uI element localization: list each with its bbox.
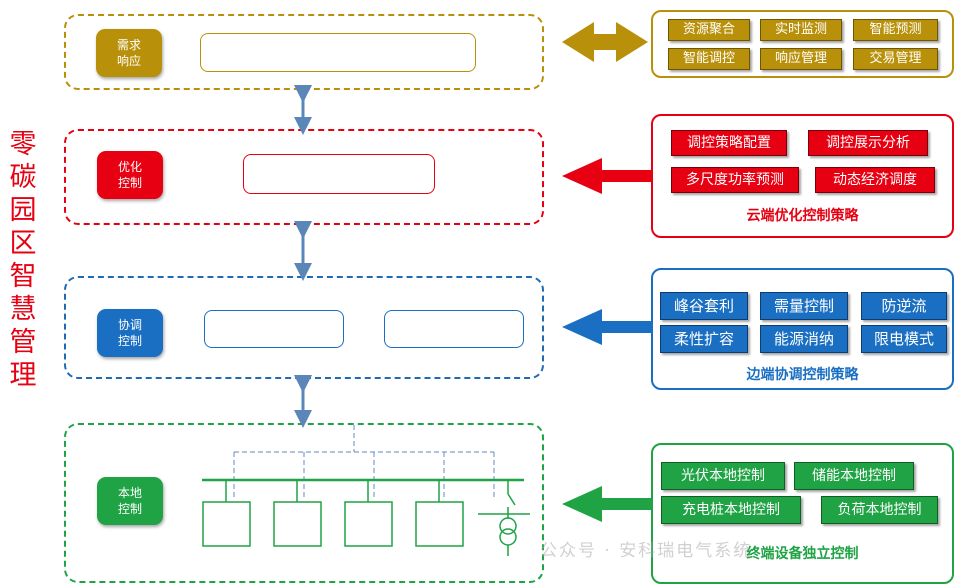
badge-line: 优化 <box>117 160 142 174</box>
coordinate-panel <box>651 268 954 390</box>
title-char: 慧 <box>9 294 37 325</box>
demand-item: 实时监测 <box>760 19 842 41</box>
local-circuit <box>202 425 530 556</box>
coordinate-item: 需量控制 <box>760 292 848 320</box>
badge-line: 需求 <box>116 38 141 52</box>
coordinate-item: 能源消纳 <box>760 325 848 353</box>
local-panel <box>651 443 954 584</box>
optimize-item: 调控展示分析 <box>808 130 928 156</box>
local-item: 光伏本地控制 <box>661 462 785 490</box>
demand-item: 交易管理 <box>853 48 938 70</box>
coordinate-badge: 协调 控制 <box>97 309 163 357</box>
demand-item: 智能调控 <box>668 48 750 70</box>
local-arrow <box>562 486 652 522</box>
coordinate-item: 柔性扩容 <box>660 325 748 353</box>
vertical-title: 零 碳 园 区 智 慧 管 理 <box>6 128 40 392</box>
title-char: 园 <box>9 195 37 226</box>
local-item: 负荷本地控制 <box>821 496 938 524</box>
badge-line: 响应 <box>116 54 141 68</box>
badge-line: 控制 <box>117 176 142 190</box>
title-char: 管 <box>9 327 37 358</box>
local-item: 充电桩本地控制 <box>661 496 801 524</box>
optimize-slot <box>243 154 435 194</box>
coordinate-caption: 边端协调控制策略 <box>746 367 859 383</box>
demand-item: 响应管理 <box>760 48 842 70</box>
optimize-badge: 优化 控制 <box>97 151 163 199</box>
coordinate-arrow <box>562 309 652 345</box>
badge-line: 控制 <box>117 502 142 516</box>
demand-slot <box>200 33 476 72</box>
demand-panel <box>651 10 954 78</box>
demand-item: 资源聚合 <box>668 19 750 41</box>
coordinate-slot-left <box>204 310 344 348</box>
local-badge: 本地 控制 <box>97 477 163 525</box>
optimize-caption: 云端优化控制策略 <box>746 208 859 224</box>
coordinate-item: 峰谷套利 <box>660 292 748 320</box>
watermark: 公众号 · 安科瑞电气系统 <box>540 541 753 561</box>
badge-line: 本地 <box>117 486 142 500</box>
coordinate-slot-right <box>384 310 524 348</box>
title-char: 区 <box>9 228 37 259</box>
title-char: 理 <box>9 360 37 391</box>
coordinate-item: 限电模式 <box>861 325 947 353</box>
title-char: 智 <box>9 261 37 292</box>
coordinate-item: 防逆流 <box>861 292 947 320</box>
demand-item: 智能预测 <box>853 19 938 41</box>
local-item: 储能本地控制 <box>794 462 914 490</box>
optimize-arrow <box>562 158 652 194</box>
demand-double-arrow <box>562 22 648 62</box>
title-char: 零 <box>9 129 37 160</box>
title-char: 碳 <box>9 162 37 193</box>
local-caption: 终端设备独立控制 <box>746 546 859 562</box>
optimize-item: 多尺度功率预测 <box>671 167 799 193</box>
optimize-panel <box>651 114 954 238</box>
demand-badge: 需求 响应 <box>96 29 162 77</box>
badge-line: 协调 <box>117 318 142 332</box>
optimize-item: 动态经济调度 <box>815 167 935 193</box>
optimize-item: 调控策略配置 <box>671 130 787 156</box>
badge-line: 控制 <box>117 334 142 348</box>
